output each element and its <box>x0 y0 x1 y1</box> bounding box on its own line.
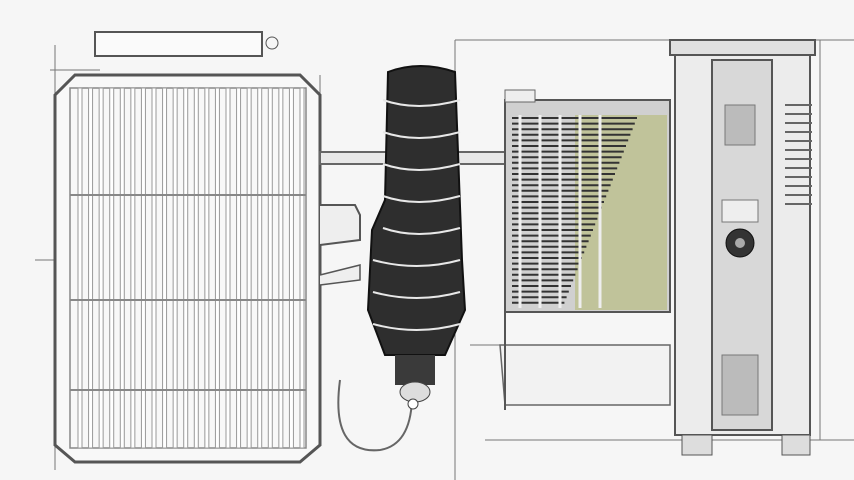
radiator-bar <box>257 87 263 449</box>
cylinder-rings <box>372 99 461 331</box>
radiator-bar <box>162 87 168 449</box>
radiator-top-plate <box>94 31 263 57</box>
condenser-grille <box>512 115 637 308</box>
radiator-bar <box>151 87 157 449</box>
radiator-bar <box>267 87 273 449</box>
cabinet-vent-bottom <box>721 354 759 416</box>
radiator-bar <box>299 87 305 449</box>
radiator-crossbars <box>70 194 306 391</box>
radiator-bars <box>77 87 305 449</box>
radiator-bar <box>88 87 94 449</box>
cylinder-valve <box>407 398 419 410</box>
cylinder-ring <box>382 163 461 171</box>
cylinder-ring <box>372 259 461 267</box>
condenser-unit <box>499 89 671 410</box>
cylinder-ring <box>372 291 461 299</box>
radiator-label-marker <box>265 36 279 50</box>
radiator-bar <box>183 87 189 449</box>
radiator-bar <box>246 87 252 449</box>
cylinder-ring <box>382 131 461 139</box>
radiator-bar <box>172 87 178 449</box>
radiator-bracket-lower <box>319 264 361 286</box>
radiator-bracket <box>319 204 361 246</box>
cabinet-foot-right <box>781 434 811 456</box>
radiator-bar <box>288 87 294 449</box>
cabinet-top <box>669 39 816 56</box>
cylinder-ring <box>382 99 461 107</box>
cabinet-vent-top <box>724 104 756 146</box>
cylinder-nozzle <box>395 355 435 385</box>
cylinder-body <box>366 65 467 356</box>
cabinet-side-vents <box>785 104 812 205</box>
cabinet-foot-left <box>681 434 713 456</box>
cylinder-ring <box>372 323 461 331</box>
radiator-bar <box>130 87 136 449</box>
control-cabinet <box>669 39 816 456</box>
radiator-bar <box>214 87 220 449</box>
radiator-bar <box>193 87 199 449</box>
radiator-bar <box>225 87 231 449</box>
cylinder-filter <box>366 65 467 410</box>
cylinder-ring <box>382 227 461 235</box>
radiator-bar <box>119 87 125 449</box>
condenser-base <box>499 344 671 406</box>
radiator-bar <box>278 87 284 449</box>
radiator-bar <box>77 87 83 449</box>
radiator-bar <box>140 87 146 449</box>
radiator-bar <box>109 87 115 449</box>
condenser-label-plate <box>504 89 536 103</box>
radiator-bar <box>236 87 242 449</box>
control-panel-display <box>721 199 759 223</box>
radiator-bar <box>98 87 104 449</box>
radiator-bar <box>204 87 210 449</box>
cylinder-ring <box>382 195 461 203</box>
radiator-unit <box>53 31 361 464</box>
control-knob-center <box>735 238 745 248</box>
